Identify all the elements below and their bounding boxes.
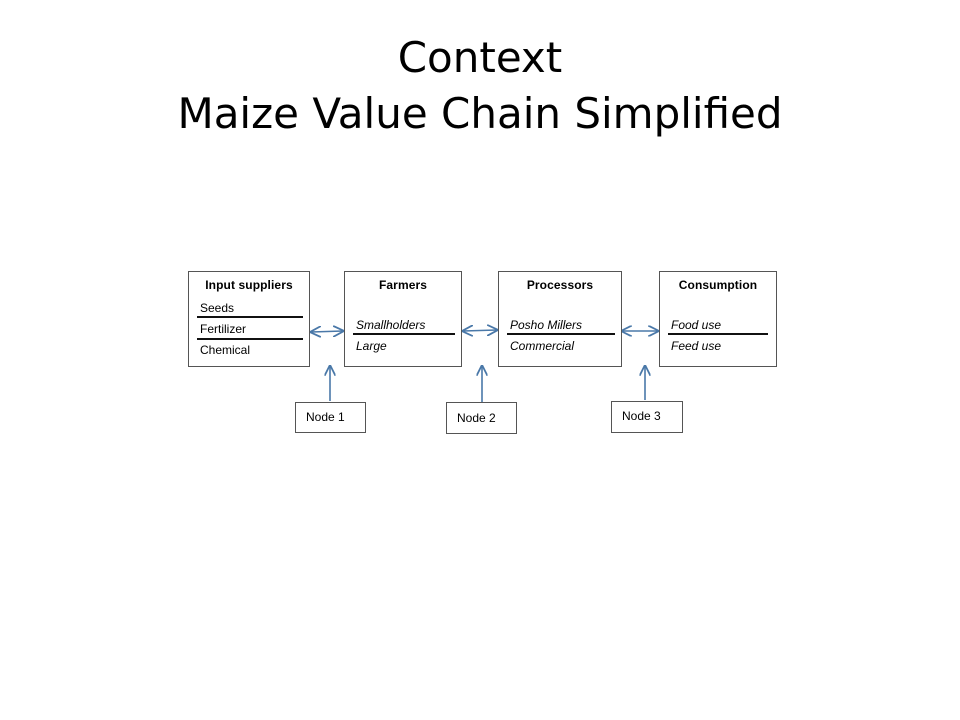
stage-item-chemical: Chemical [200,343,251,357]
node-3-label: Node 3 [622,409,661,423]
slide-title: Context Maize Value Chain Simplified [0,30,960,142]
divider [507,333,615,335]
stage-item-fertilizer: Fertilizer [200,322,247,336]
arrow-input-farmers [311,331,343,332]
stage-heading: Consumption [678,278,758,292]
stage-heading: Input suppliers [205,278,293,292]
node-1-label: Node 1 [306,410,345,424]
stage-item-feed-use: Feed use [671,339,722,353]
title-line-1: Context [397,33,563,82]
node-2-box: Node 2 [446,402,517,434]
stage-item-commercial: Commercial [510,339,575,353]
node-1-box: Node 1 [295,402,366,433]
stage-farmers: Farmers Smallholders Large [344,271,462,367]
stage-processors: Processors Posho Millers Commercial [498,271,622,367]
stage-heading: Farmers [378,278,428,292]
node-3-box: Node 3 [611,401,683,433]
divider [197,338,303,340]
stage-heading: Processors [526,278,594,292]
divider [668,333,768,335]
stage-item-large: Large [356,339,387,353]
stage-input-suppliers: Input suppliers Seeds Fertilizer Chemica… [188,271,310,367]
title-line-2: Maize Value Chain Simplified [177,89,783,138]
stage-item-seeds: Seeds [200,301,235,315]
node-2-label: Node 2 [457,411,496,425]
arrow-farmers-processors [463,330,497,331]
stage-item-food-use: Food use [671,318,722,332]
stage-consumption: Consumption Food use Feed use [659,271,777,367]
stage-item-smallholders: Smallholders [356,318,426,332]
divider [197,316,303,318]
divider [353,333,455,335]
stage-item-posho-millers: Posho Millers [510,318,583,332]
